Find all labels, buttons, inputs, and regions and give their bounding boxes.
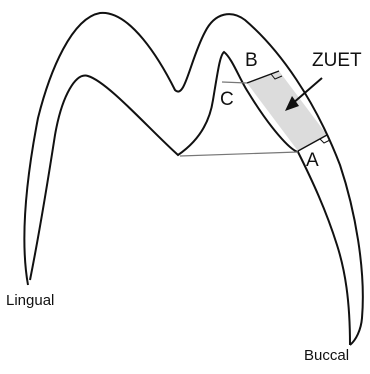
label-buccal: Buccal [304,347,349,364]
label-lingual: Lingual [6,292,54,309]
label-zuet: ZUET [312,50,362,71]
label-point-c: C [220,89,234,110]
reference-line-a [180,152,298,156]
label-point-b: B [245,50,258,71]
label-point-a: A [306,150,319,171]
zuet-arrow-shaft [292,78,322,104]
